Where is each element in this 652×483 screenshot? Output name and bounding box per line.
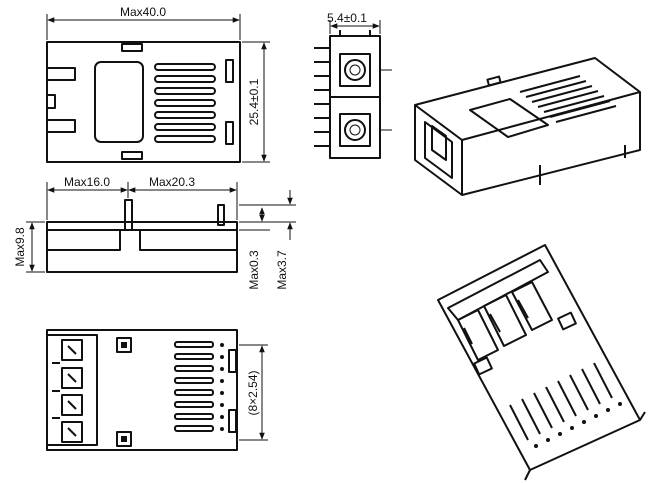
bottom-view-pin-dots: [220, 343, 224, 431]
dim-front-right-label: Max20.3: [149, 175, 195, 189]
side-view: [314, 30, 392, 159]
dim-front-pin-label: Max3.7: [275, 250, 289, 290]
dim-bottom-pitch-label: (8×2.54): [246, 370, 260, 415]
top-view: [46, 41, 241, 163]
dim-front: Max16.0 Max20.3 Max9.8 Max0.3 Max3.7: [13, 175, 296, 290]
dim-front-left-label: Max16.0: [64, 175, 110, 189]
dim-side-width: 5.4±0.1: [327, 11, 381, 34]
iso-view-top: [414, 57, 641, 196]
dim-side-width-label: 5.4±0.1: [327, 11, 367, 25]
iso-view-bottom: [437, 244, 646, 481]
dim-front-gap-label: Max0.3: [247, 250, 261, 290]
dim-top-height-label: 25.4±0.1: [247, 78, 261, 125]
iso-bottom-pin-dots: [534, 402, 622, 448]
dim-bottom-pitch: (8×2.54): [239, 344, 268, 441]
iso-top-slots: [519, 75, 617, 123]
dim-front-height-label: Max9.8: [13, 227, 27, 267]
bottom-view-slots: [174, 341, 214, 432]
iso-bottom-slots: [509, 362, 613, 441]
top-view-slots: [154, 63, 216, 143]
dim-top-width: Max40.0: [46, 5, 241, 40]
bottom-view: [46, 329, 238, 451]
dim-top-width-label: Max40.0: [120, 5, 166, 19]
dim-top-height: 25.4±0.1: [242, 41, 270, 163]
front-view: [46, 199, 238, 273]
bottom-view-contacts: [52, 339, 83, 443]
side-view-pins: [314, 47, 330, 147]
